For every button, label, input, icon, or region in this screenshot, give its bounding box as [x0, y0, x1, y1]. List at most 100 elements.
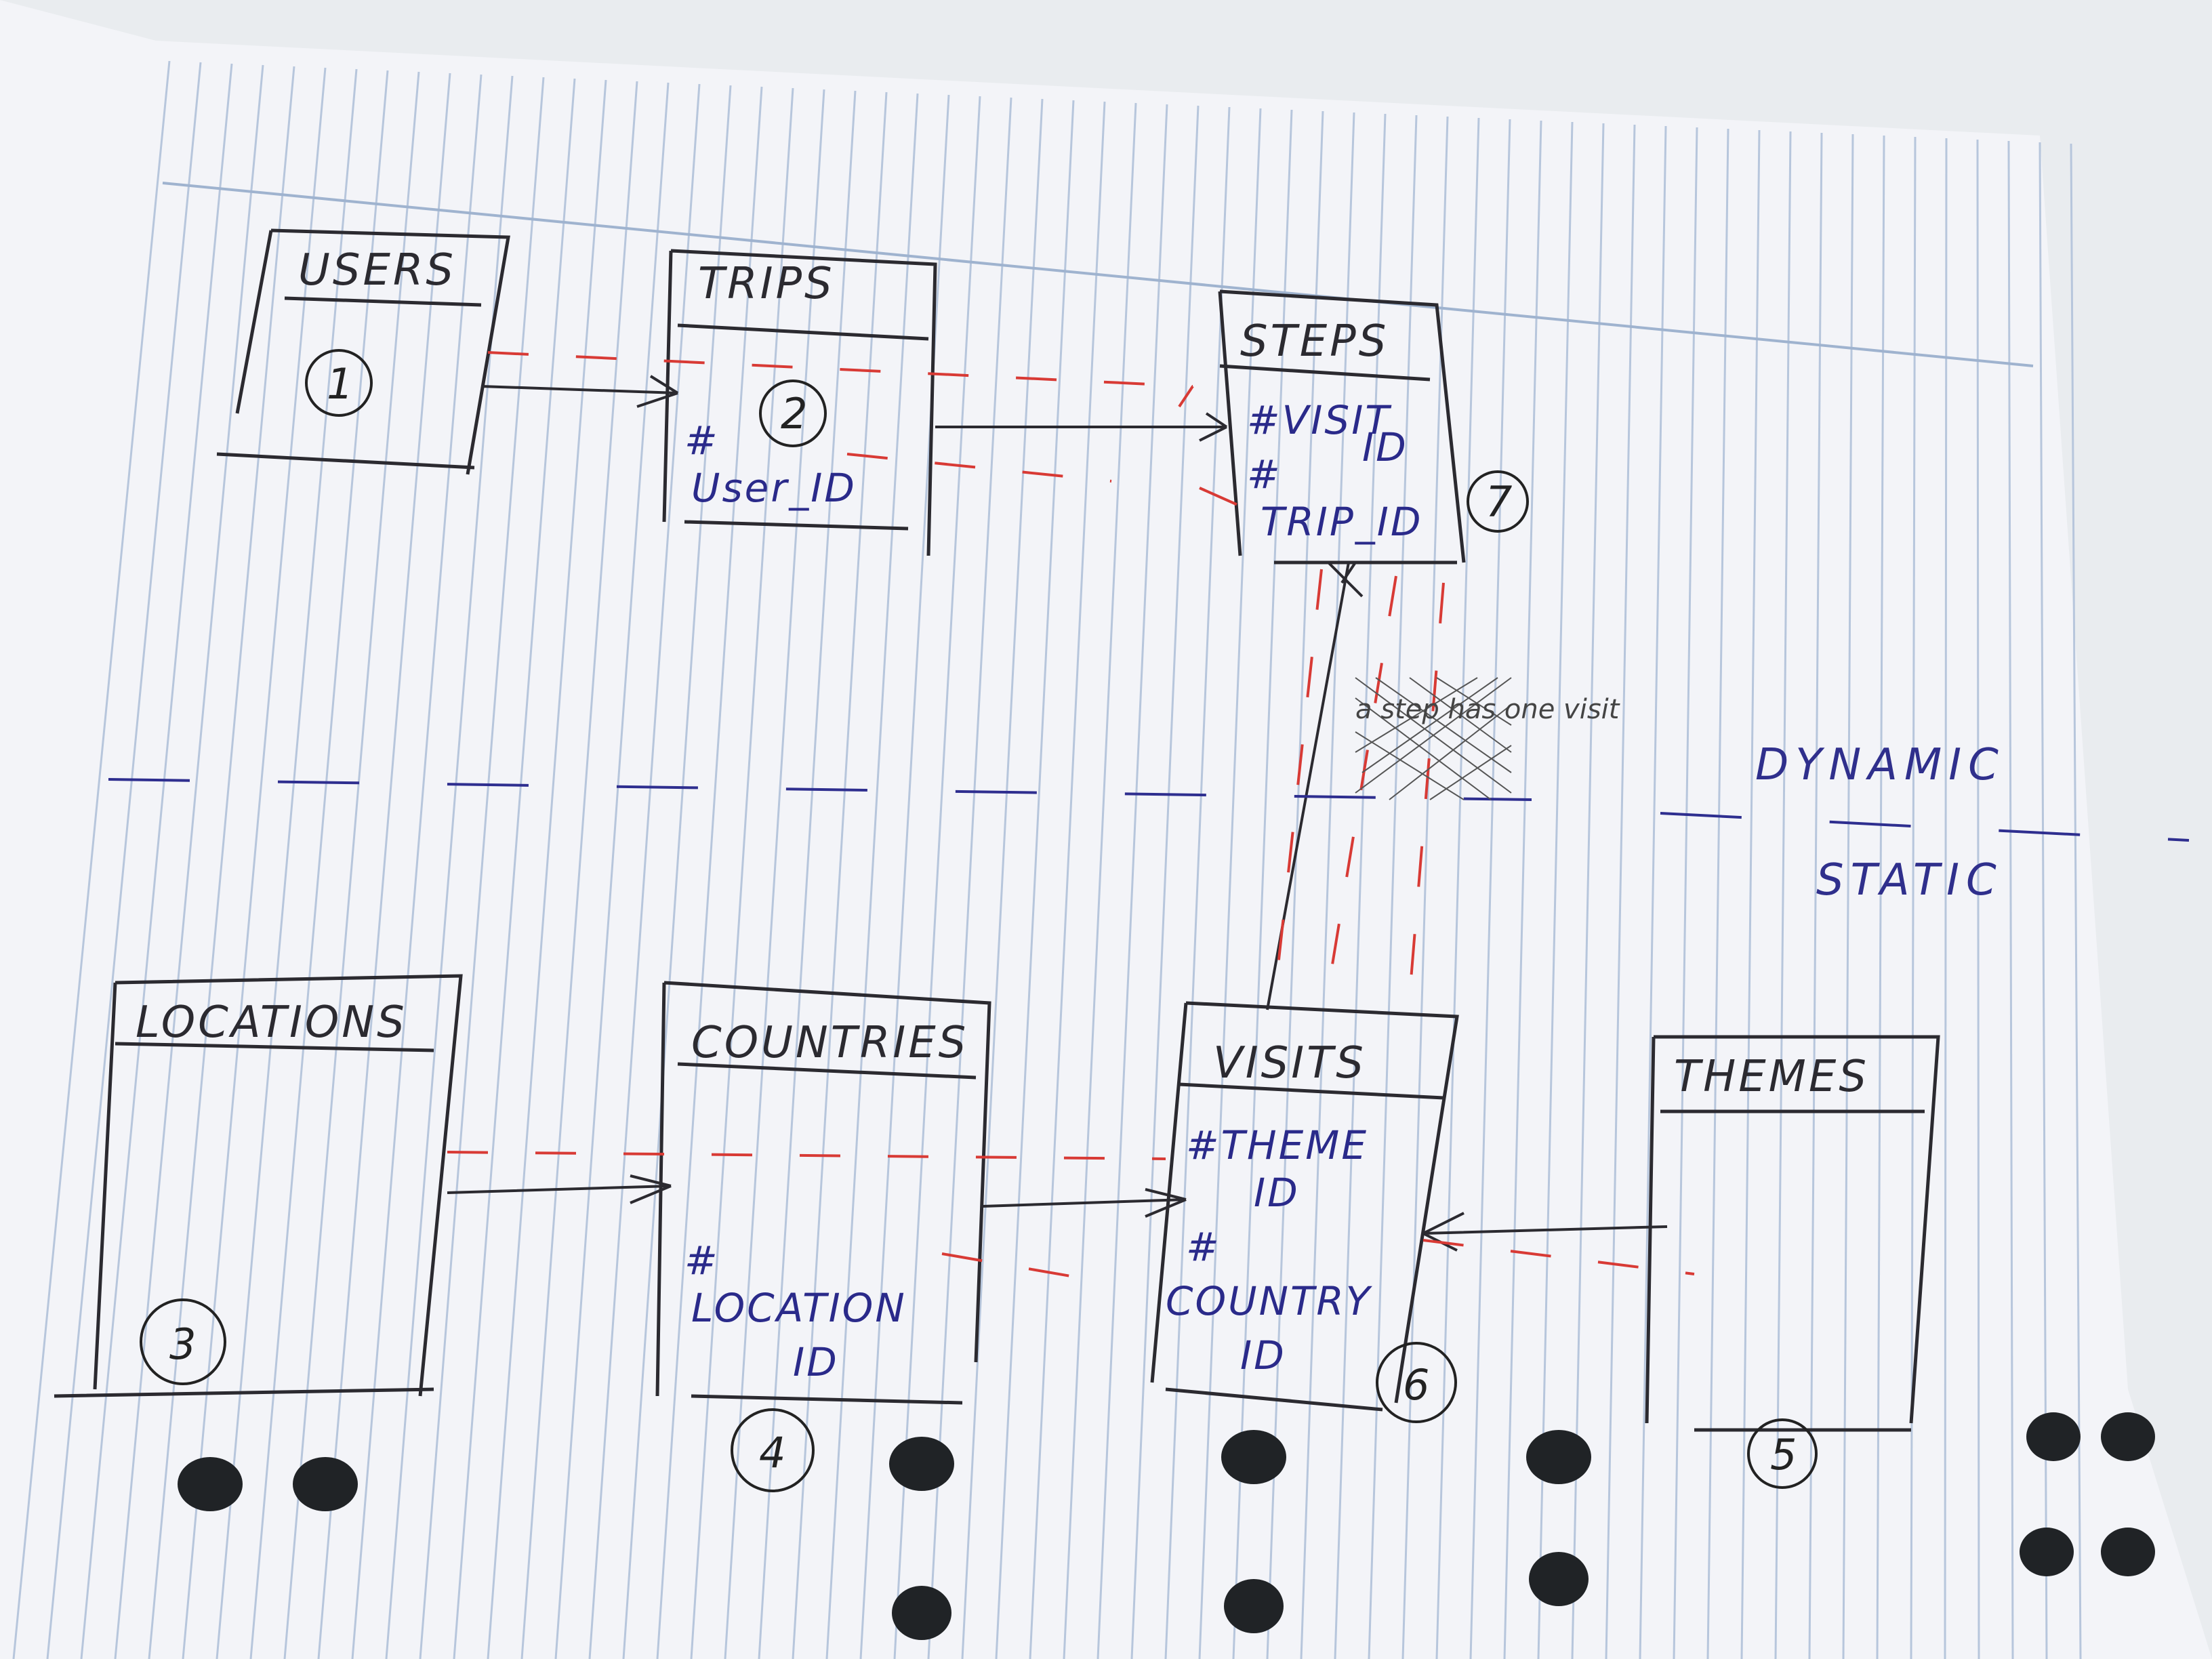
ruled-line [520, 81, 638, 1659]
red-dashed-vert-3 [1408, 582, 1445, 997]
ruled-line [1976, 139, 1980, 1659]
red-dashed-bottom-1 [447, 1151, 1166, 1160]
trips-attr-1: # [684, 417, 720, 464]
trips-steps-link [935, 412, 1228, 442]
visits-attr-3: # [1186, 1224, 1221, 1270]
ruled-line [1808, 132, 1823, 1659]
ruled-line [1232, 109, 1293, 1659]
ruled-line [80, 63, 233, 1659]
ruled-line [2070, 143, 2082, 1659]
ruled-line [1435, 117, 1480, 1659]
legend-dynamic: DYNAMIC [1755, 740, 2005, 790]
red-dashed-vert-2 [1327, 575, 1397, 990]
countries-attr-3: ID [793, 1339, 839, 1385]
ruled-line [1401, 116, 1449, 1659]
ruled-line [351, 74, 483, 1659]
visits-title: VISITS [1213, 1038, 1366, 1088]
locations-title: LOCATIONS [136, 998, 407, 1048]
ruled-line [1537, 121, 1574, 1659]
ruled-line [656, 86, 763, 1659]
countries-number: 4 [759, 1428, 785, 1477]
ruled-line [1571, 123, 1605, 1659]
ruled-line [1334, 113, 1387, 1659]
ruled-line [2039, 142, 2048, 1659]
ruled-line [554, 82, 670, 1659]
red-dashed-bottom-2 [941, 1252, 1099, 1282]
ruled-line [995, 100, 1075, 1659]
countries-title: COUNTRIES [691, 1018, 968, 1068]
divider-left [108, 778, 1532, 801]
themes-title: THEMES [1674, 1052, 1869, 1102]
scribbled-note-hatch [1355, 677, 1512, 800]
locations-box [54, 974, 463, 1398]
ruled-line [893, 96, 981, 1659]
users-title: USERS [298, 245, 456, 295]
ruled-line [1774, 131, 1792, 1659]
red-dashed-top-1 [487, 351, 1194, 408]
themes-box [1645, 1035, 1940, 1432]
countries-attr-1: # [684, 1237, 720, 1284]
ruled-line [1503, 120, 1542, 1659]
ruled-line [927, 97, 1012, 1659]
ruled-line [825, 93, 919, 1659]
ruled-line [1063, 102, 1137, 1659]
ruled-line [12, 60, 171, 1659]
ruled-line [961, 98, 1044, 1659]
ruled-line [2007, 140, 2014, 1659]
punch-holes [178, 1412, 2155, 1640]
relationship-lines [447, 375, 1668, 1252]
red-dashed-vert-1 [1273, 569, 1323, 1004]
ruled-line [1639, 125, 1667, 1659]
blue-divider [108, 778, 2190, 842]
visits-attr-5: ID [1240, 1332, 1286, 1378]
red-dashed-top-3 [1199, 487, 1261, 516]
ruled-line [1164, 106, 1231, 1659]
red-dashed-lines [447, 351, 1695, 1282]
ruled-line [249, 70, 389, 1659]
visits-attr-1: #THEME [1186, 1122, 1368, 1168]
ruled-line [1673, 127, 1698, 1659]
steps-attr-2: ID [1362, 424, 1408, 470]
ruled-line [1706, 128, 1729, 1659]
ruled-line [1944, 138, 1948, 1659]
ruled-line [1368, 115, 1418, 1659]
visits-number: 6 [1403, 1360, 1429, 1410]
steps-number: 7 [1486, 477, 1512, 527]
scribbled-note: a step has one visit [1355, 694, 1620, 725]
ruled-line [46, 62, 202, 1659]
top-margin-line [162, 182, 2034, 367]
themes-number: 5 [1770, 1430, 1797, 1479]
visits-attr-2: ID [1254, 1170, 1300, 1216]
visits-box [1150, 1001, 1459, 1412]
visits-attr-4: COUNTRY [1166, 1278, 1373, 1324]
ruled-line [453, 78, 576, 1659]
ruled-line [1740, 129, 1761, 1659]
ruled-line [1029, 101, 1106, 1659]
ruled-line [283, 71, 420, 1659]
ruled-line [487, 79, 607, 1659]
entity-number-circles [140, 349, 1818, 1492]
ruled-line [1130, 105, 1200, 1659]
steps-box [1218, 289, 1466, 565]
steps-attr-3: # [1247, 451, 1282, 497]
countries-attr-2: LOCATION [691, 1285, 907, 1331]
ruled-line [588, 83, 701, 1659]
ruled-line [317, 73, 451, 1659]
ruled-line [419, 77, 545, 1659]
legend-static: STATIC [1816, 855, 2003, 905]
ruled-line [1842, 134, 1854, 1659]
trips-attr-2: User_ID [691, 465, 857, 511]
ruled-line [622, 85, 732, 1659]
users-number: 1 [327, 359, 353, 409]
steps-attr-1: #VISIT [1247, 397, 1392, 443]
ruled-line [1876, 135, 1885, 1659]
ruled-line [1097, 104, 1168, 1659]
steps-attr-4: TRIP_ID [1261, 499, 1423, 545]
trips-title: TRIPS [698, 259, 835, 309]
ruled-line [1469, 119, 1511, 1659]
locations-countries-link [447, 1174, 672, 1204]
trips-number: 2 [781, 389, 807, 438]
steps-title: STEPS [1240, 316, 1389, 367]
